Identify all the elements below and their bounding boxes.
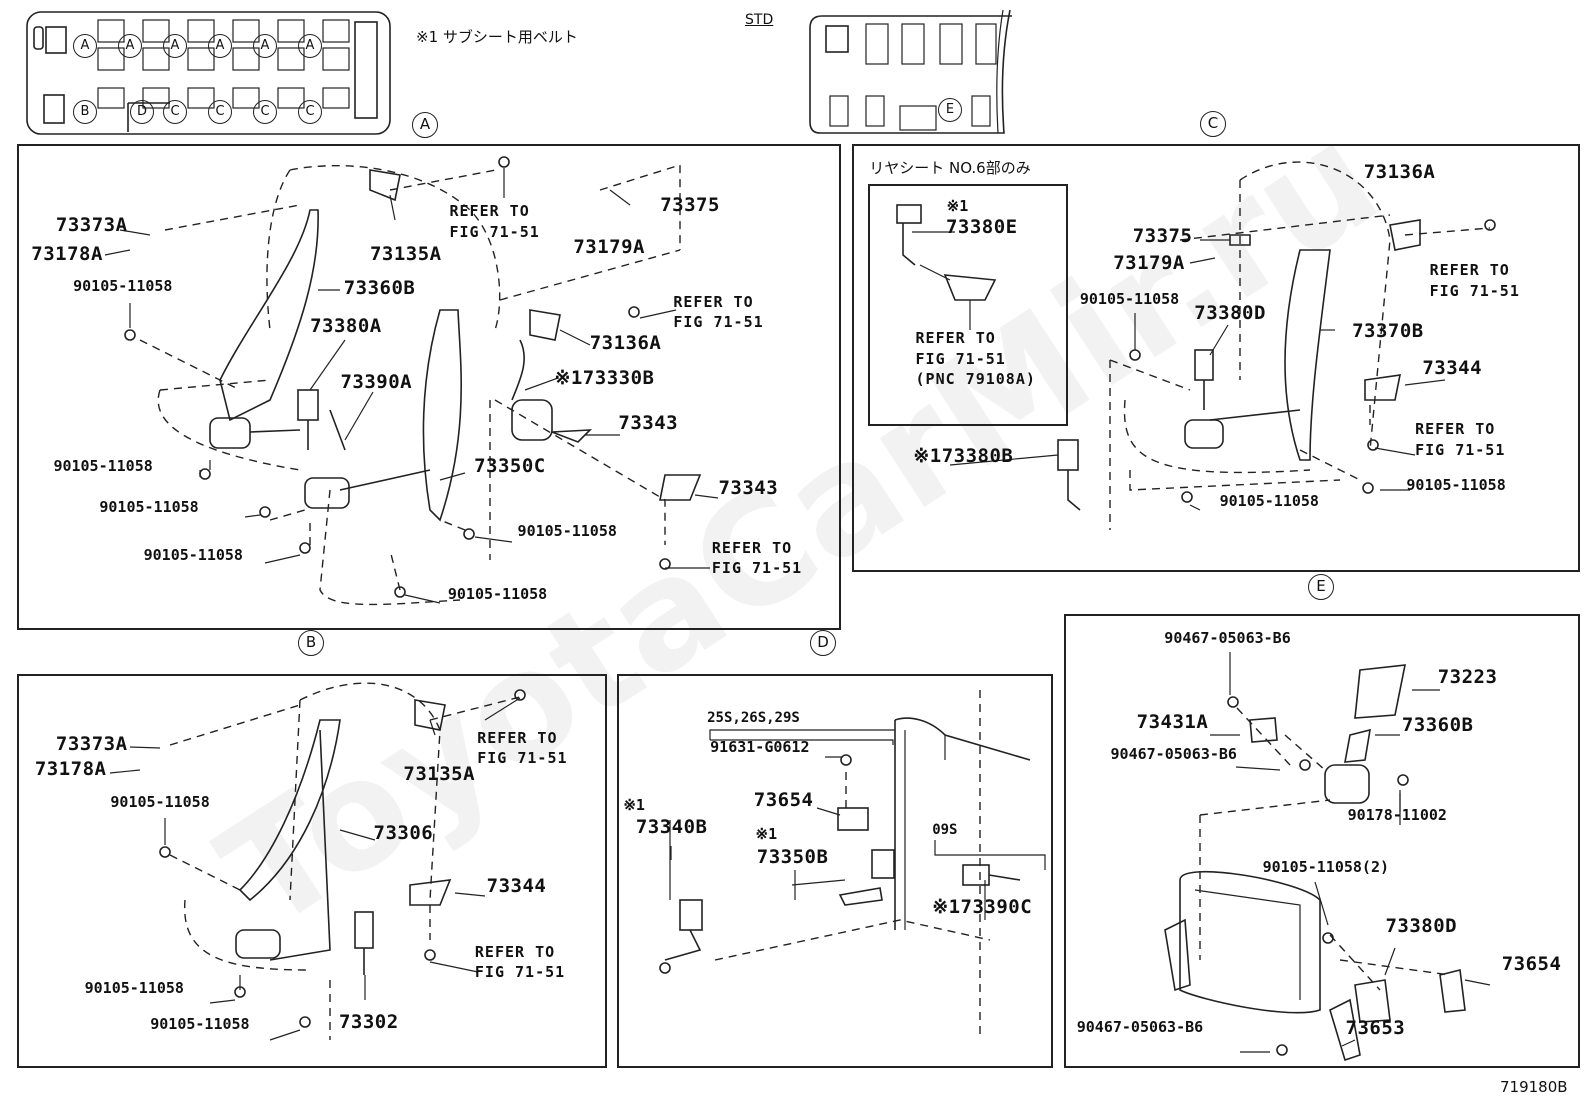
part-label: 73344 <box>1422 357 1483 380</box>
sub-seat-mark: ※1 <box>623 796 645 815</box>
part-label: 73380A <box>310 315 382 338</box>
part-label: 73343 <box>718 476 779 499</box>
refer-note: REFER TO FIG 71-51 <box>449 202 540 241</box>
seat-marker-c: C <box>163 100 187 124</box>
panel-d-marker: D <box>810 630 836 656</box>
panel-b: 73373A 73178A 90105-11058 73135A 73306 7… <box>17 674 607 1068</box>
part-label: 73135A <box>403 762 476 785</box>
seat-marker-a: A <box>208 34 232 58</box>
part-label: 73653 <box>1345 1016 1406 1039</box>
part-label: 73344 <box>486 875 547 898</box>
seat-marker-a: A <box>253 34 277 58</box>
panel-c: リヤシート NO.6部のみ ※1 73380E REFER TO FIG 71-… <box>852 144 1580 572</box>
seat-marker-c: C <box>298 100 322 124</box>
inset-box <box>868 184 1068 426</box>
part-label: 90467-05063-B6 <box>1110 744 1237 763</box>
part-label: 73360B <box>343 276 416 299</box>
part-label: 73654 <box>1501 952 1562 975</box>
part-label: 73360B <box>1401 713 1474 736</box>
part-label: 73302 <box>338 1010 399 1033</box>
drawing-code: 719180B <box>1500 1078 1568 1096</box>
part-label: 90105-11058 <box>517 521 617 540</box>
part-label: 73350C <box>474 454 546 477</box>
refer-note: REFER TO FIG 71-51 <box>1415 420 1506 459</box>
part-label: 73343 <box>618 411 679 434</box>
seat-marker-a: A <box>118 34 142 58</box>
part-label: 90105-11058(2) <box>1262 858 1390 877</box>
part-label: 90467-05063-B6 <box>1164 629 1291 648</box>
panel-a-marker: A <box>412 112 438 138</box>
part-label: 73179A <box>1113 252 1185 275</box>
seat-marker-b: B <box>73 100 97 124</box>
sub-seat-mark: ※1 <box>755 825 778 844</box>
panel-d: 25S,26S,29S 91631-G0612 73654 ※1 73350B … <box>617 674 1053 1068</box>
sub-seat-mark: ※1 <box>946 197 969 215</box>
panel-e: 90467-05063-B6 73223 73431A 73360B 90467… <box>1064 614 1580 1068</box>
sub-seat-belt-note: ※1 サブシート用ベルト <box>416 28 578 46</box>
seat-marker-e: E <box>938 98 962 122</box>
part-label: ※173390C <box>932 895 1033 918</box>
part-label: 90105-11058 <box>53 457 153 476</box>
part-label: 73223 <box>1437 665 1498 688</box>
refer-note: REFER TO FIG 71-51 <box>673 293 764 332</box>
part-label: 90105-11058 <box>150 1015 250 1034</box>
part-label: ※173380B <box>913 445 1014 468</box>
variant-label: 25S,26S,29S <box>707 710 800 727</box>
refer-note: REFER TO FIG 71-51 <box>1429 261 1520 300</box>
part-label: 90105-11058 <box>1406 476 1506 495</box>
part-label: 73431A <box>1136 710 1209 733</box>
inset-title: リヤシート NO.6部のみ <box>869 158 1031 177</box>
seat-marker-a: A <box>73 34 97 58</box>
part-label: 73380D <box>1194 301 1266 324</box>
panel-e-marker: E <box>1308 574 1334 600</box>
part-label: 90467-05063-B6 <box>1076 1018 1204 1037</box>
part-label: 90105-11058 <box>1079 290 1180 309</box>
seat-marker-c: C <box>208 100 232 124</box>
part-label: 73306 <box>373 822 434 845</box>
part-label: 73375 <box>1132 224 1193 247</box>
part-label: 90105-11058 <box>73 276 173 295</box>
refer-note: REFER TO FIG 71-51 <box>474 942 566 981</box>
part-label: 73390A <box>340 370 413 393</box>
part-label: 90105-11058 <box>84 979 184 998</box>
part-label: 90178-11002 <box>1347 805 1447 824</box>
refer-note: REFER TO FIG 71-51 (PNC 79108A) <box>915 329 1036 388</box>
part-label: 73380E <box>945 216 1018 239</box>
part-label: 73179A <box>573 235 645 258</box>
std-label: STD <box>745 12 774 28</box>
part-label: 73373A <box>55 213 128 236</box>
part-label: 73340B <box>635 816 708 839</box>
part-label: 73375 <box>660 194 720 217</box>
seat-marker-a: A <box>298 34 322 58</box>
part-label: 90105-11058 <box>143 546 243 565</box>
part-label: 73373A <box>55 733 128 756</box>
variant-label: 09S <box>932 822 958 839</box>
part-label: 73350B <box>756 845 829 868</box>
panel-b-marker: B <box>298 630 324 656</box>
seat-marker-a: A <box>163 34 187 58</box>
part-label: 90105-11058 <box>447 585 548 604</box>
seat-layout-diagram <box>26 11 391 135</box>
part-label: 90105-11058 <box>1219 491 1319 510</box>
refer-note: REFER TO FIG 71-51 <box>477 728 568 768</box>
part-label: 73370B <box>1352 319 1424 342</box>
part-label: 73135A <box>369 242 442 265</box>
part-label: 73178A <box>31 242 103 265</box>
part-label: 90105-11058 <box>110 792 210 811</box>
panel-c-marker: C <box>1200 111 1226 137</box>
part-label: 90105-11058 <box>99 498 199 517</box>
seat-marker-d: D <box>130 100 154 124</box>
refer-note: REFER TO FIG 71-51 <box>711 538 803 578</box>
part-label: 91631-G0612 <box>710 738 810 757</box>
part-label: 73654 <box>753 789 814 812</box>
part-label: 73178A <box>34 757 107 780</box>
part-label: 73136A <box>589 331 662 354</box>
seat-marker-c: C <box>253 100 277 124</box>
part-label: 73380D <box>1385 914 1458 937</box>
part-label: ※173330B <box>554 366 655 389</box>
panel-a: 73373A 73178A 90105-11058 73135A 73360B … <box>17 144 841 630</box>
part-label: 73136A <box>1363 160 1436 183</box>
